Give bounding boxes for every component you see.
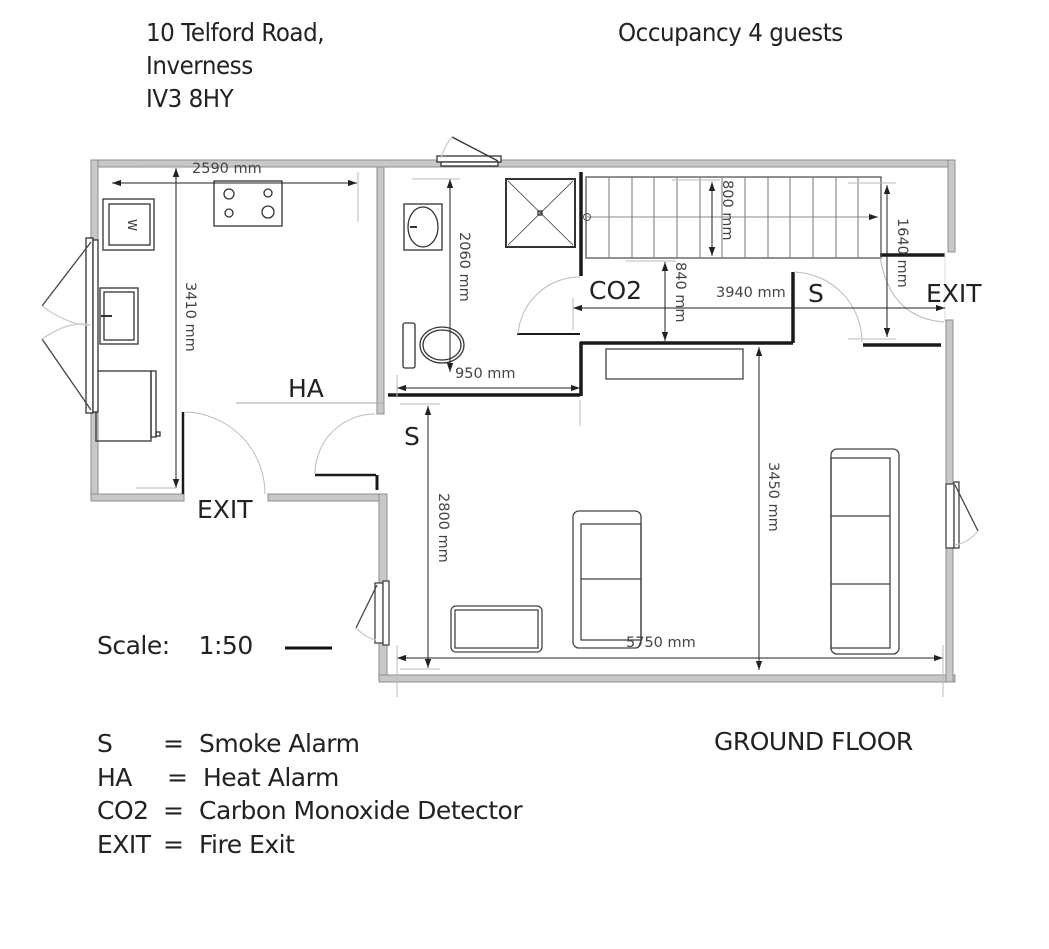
dim-living-depth-right: 3450 mm [765,462,781,532]
legend-desc: Heat Alarm [203,762,339,792]
dim-kitchen-width: 2590 mm [192,161,262,177]
legend-item-smoke: S = Smoke Alarm [97,727,522,761]
floor-label: GROUND FLOOR [714,727,913,756]
legend-item-heat: HA = Heat Alarm [97,761,522,795]
address-line-2: Inverness [146,51,253,80]
legend-sep: = [163,729,184,758]
dim-hall-length: 3940 mm [716,285,786,301]
dim-living-depth-left: 2800 mm [435,493,451,563]
legend-item-co: CO2 = Carbon Monoxide Detector [97,794,523,828]
smoke-alarm-marker-hall: S [808,279,824,308]
fire-exit-marker-kitchen: EXIT [197,495,253,524]
partitions [181,172,945,494]
legend-item-exit: EXIT = Fire Exit [97,828,522,862]
address-block: 10 Telford Road, Inverness IV3 8HY [146,16,325,115]
scale-label: Scale: [97,631,170,660]
legend: S = Smoke Alarm HA = Heat Alarm CO2 = Ca… [97,727,523,862]
heat-alarm-marker: HA [288,374,324,403]
dim-hall-width: 840 mm [672,262,688,323]
legend-desc: Smoke Alarm [199,729,360,758]
fire-exit-marker-hall: EXIT [926,279,982,308]
legend-key: HA [97,762,132,792]
scale-block: Scale: 1:50 [97,631,253,660]
staircase [583,176,882,259]
dim-bathroom-depth: 2060 mm [456,232,472,302]
co-detector-marker: CO2 [589,276,642,305]
dimension-lines [112,164,945,697]
dim-living-width: 5750 mm [626,635,696,651]
bathroom-fixtures [402,136,581,369]
legend-key: S [97,729,113,758]
hall-doors [793,252,946,343]
smoke-alarm-marker-living: S [404,422,420,451]
legend-desc: Fire Exit [199,829,295,859]
dim-stair-width: 800 mm [719,180,735,241]
dim-bathroom-width: 950 mm [455,366,516,382]
occupancy-label: Occupancy 4 guests [618,18,843,47]
dim-hall-to-exit: 1640 mm [894,218,910,288]
living-furniture [355,348,979,655]
kitchen-doors [184,402,384,495]
legend-key: CO2 [97,796,149,825]
scale-value: 1:50 [198,631,254,660]
svg-text:W: W [125,219,139,231]
legend-sep: = [167,762,188,792]
legend-desc: Carbon Monoxide Detector [199,796,523,825]
safety-markers: HA S S CO2 EXIT EXIT [197,276,982,524]
legend-sep: = [163,796,184,825]
legend-key: EXIT [97,829,151,859]
dimension-labels: 2590 mm 3410 mm 2060 mm 950 mm 800 mm 84… [182,161,910,651]
kitchen-fixtures: W [41,180,283,442]
address-line-3: IV3 8HY [146,84,234,113]
address-line-1: 10 Telford Road, [146,18,325,47]
legend-sep: = [163,829,184,859]
dim-kitchen-depth: 3410 mm [182,282,198,352]
